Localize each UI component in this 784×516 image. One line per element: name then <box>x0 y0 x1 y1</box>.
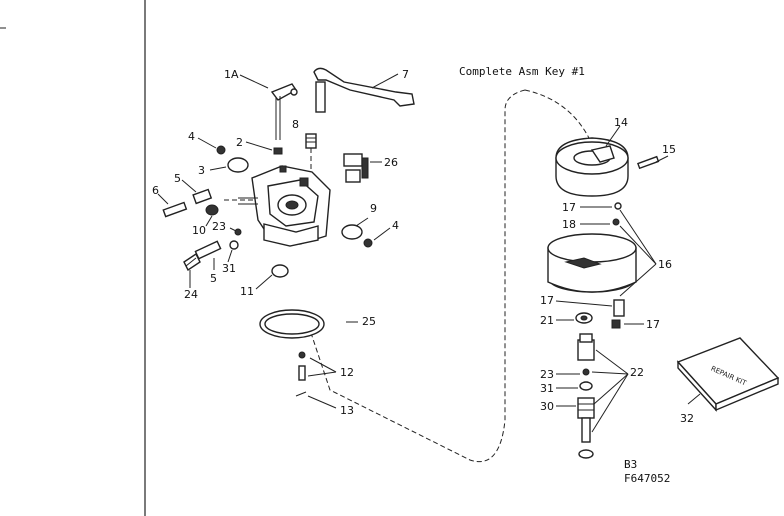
callout-5-upper: 5 <box>174 172 181 185</box>
part-18 <box>612 218 620 226</box>
part-13 <box>295 391 307 397</box>
callout-4-lower: 4 <box>392 219 399 232</box>
diagram-code-line-1: B3 <box>624 458 637 471</box>
assembly-title: Complete Asm Key #1 <box>459 65 585 78</box>
callout-5-lower: 5 <box>210 272 217 285</box>
callout-31-left: 31 <box>222 262 236 275</box>
callout-25: 25 <box>362 315 376 328</box>
part-4-screw-upper <box>216 145 226 155</box>
callout-16: 16 <box>658 258 672 271</box>
callout-9: 9 <box>370 202 377 215</box>
part-3-choke-plate <box>227 157 249 173</box>
callout-12: 12 <box>340 366 354 379</box>
part-1a-choke-lever <box>270 83 298 140</box>
callout-3: 3 <box>198 164 205 177</box>
callout-8: 8 <box>292 118 299 131</box>
callout-32: 32 <box>680 412 694 425</box>
part-2-screw <box>273 147 283 155</box>
part-21-washer <box>575 312 593 324</box>
callout-23-left: 23 <box>212 220 226 233</box>
part-6-pin <box>162 201 188 218</box>
callout-10: 10 <box>192 224 206 237</box>
part-4-screw-lower <box>363 238 373 248</box>
part-8-spring <box>305 133 317 170</box>
callout-24: 24 <box>184 288 198 301</box>
part-14-cap <box>555 137 629 197</box>
callout-11: 11 <box>240 285 254 298</box>
part-32-repair-kit: REPAIR KIT <box>676 337 780 412</box>
callout-17-right: 17 <box>646 318 660 331</box>
callout-17-middle: 17 <box>540 294 554 307</box>
callout-7: 7 <box>402 68 409 81</box>
callout-26: 26 <box>384 156 398 169</box>
callout-31-right: 31 <box>540 382 554 395</box>
callout-18: 18 <box>562 218 576 231</box>
callout-13: 13 <box>340 404 354 417</box>
callout-1a: 1A <box>224 68 239 81</box>
part-15-pin <box>637 155 660 170</box>
part-11 <box>271 264 289 278</box>
part-12 <box>298 351 306 381</box>
part-9-throttle-plate <box>341 224 363 240</box>
part-25-gasket <box>259 309 325 339</box>
part-26-fitting <box>343 153 369 183</box>
part-17-upper <box>614 202 622 210</box>
part-10 <box>205 204 219 216</box>
callout-2: 2 <box>236 136 243 149</box>
assembly-dashed-outline <box>309 89 591 462</box>
part-23-washer-left <box>234 228 242 236</box>
part-7-throttle-lever <box>313 67 415 113</box>
callout-22: 22 <box>630 366 644 379</box>
part-5-24-needle-assembly <box>183 240 222 272</box>
callout-23-right: 23 <box>540 368 554 381</box>
callout-15: 15 <box>662 143 676 156</box>
callout-4-upper: 4 <box>188 130 195 143</box>
part-5-upper <box>192 188 213 205</box>
callout-14: 14 <box>614 116 628 129</box>
callout-6: 6 <box>152 184 159 197</box>
part-17-right <box>611 319 621 329</box>
part-22-bowl-nut-assembly <box>577 333 595 459</box>
part-31-oring-left <box>229 240 239 250</box>
callout-21: 21 <box>540 314 554 327</box>
carburetor-body <box>224 165 331 247</box>
diagram-code-line-2: F647052 <box>624 472 670 485</box>
callout-30: 30 <box>540 400 554 413</box>
callout-17-upper: 17 <box>562 201 576 214</box>
part-16-float-bowl <box>547 233 637 317</box>
